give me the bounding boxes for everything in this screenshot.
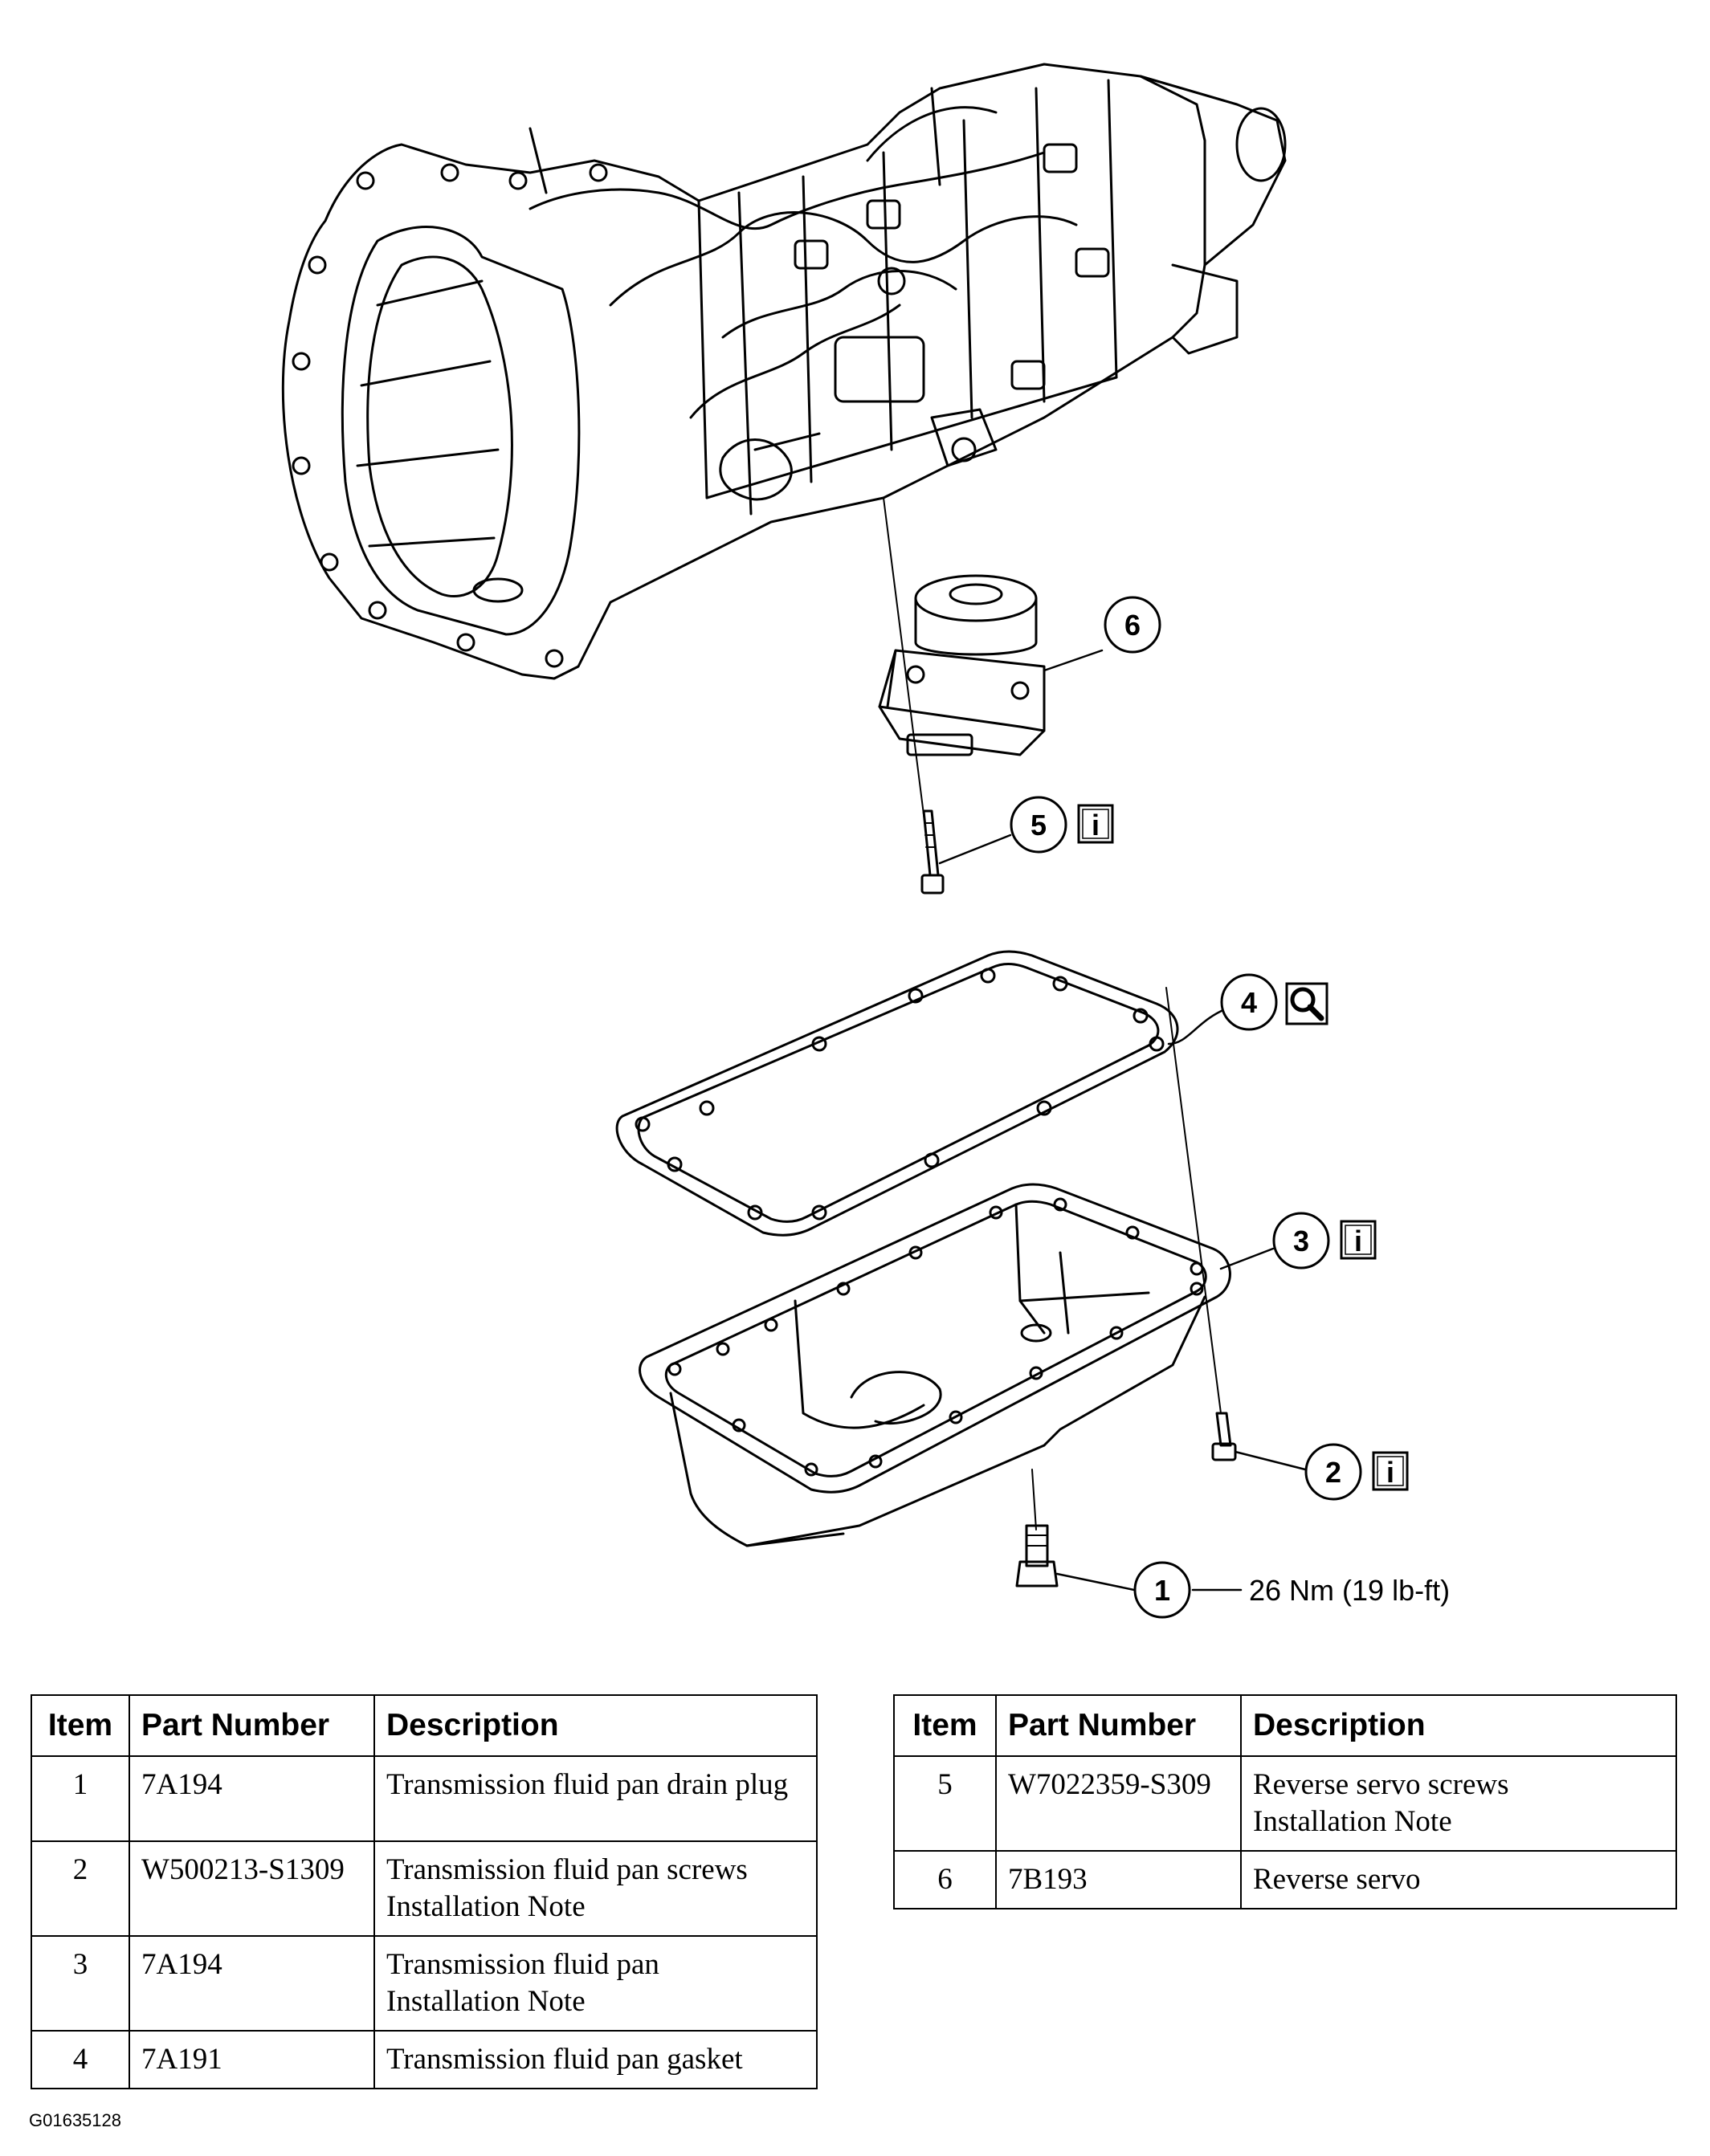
cell-item: 1: [31, 1755, 130, 1842]
header-description: Description: [1240, 1694, 1677, 1757]
callout-3-number: 3: [1293, 1225, 1309, 1257]
installation-note-link[interactable]: Installation Note: [386, 1890, 586, 1923]
description-text: Transmission fluid pan: [386, 1948, 659, 1981]
callout-6-number: 6: [1124, 609, 1141, 642]
table-row: 3 7A194 Transmission fluid pan Installat…: [31, 1935, 818, 2032]
cell-description: Transmission fluid pan Installation Note: [373, 1935, 818, 2032]
description-text: Reverse servo: [1253, 1863, 1421, 1896]
header-item: Item: [31, 1694, 130, 1757]
drain-plug-torque-spec: 26 Nm (19 lb-ft): [1249, 1574, 1450, 1607]
cell-part-number: 7A194: [129, 1755, 375, 1842]
callout-1: 1: [1133, 1561, 1191, 1619]
cell-part-number: 7A191: [129, 2030, 375, 2089]
cell-description: Transmission fluid pan gasket: [373, 2030, 818, 2089]
transmission-assembly: [281, 63, 1287, 680]
callout-5-number: 5: [1030, 809, 1047, 842]
magnifier-icon: [1290, 987, 1324, 1021]
cell-part-number: 7B193: [995, 1850, 1242, 1909]
callout-2-info-badge[interactable]: i: [1372, 1451, 1409, 1491]
cell-description: Reverse servo: [1240, 1850, 1677, 1909]
cell-item: 6: [893, 1850, 997, 1909]
pan-screw-alignment-line: [1165, 987, 1222, 1414]
installation-note-link[interactable]: Installation Note: [1253, 1805, 1452, 1838]
cell-part-number: 7A194: [129, 1935, 375, 2032]
drain-plug-alignment-line: [1031, 1469, 1037, 1530]
cell-part-number: W7022359-S309: [995, 1755, 1242, 1852]
table-header-row: Item Part Number Description: [31, 1694, 818, 1757]
callout-2-number: 2: [1325, 1456, 1341, 1489]
description-text: Reverse servo screws: [1253, 1768, 1509, 1801]
info-icon: i: [1386, 1456, 1394, 1489]
description-text: Transmission fluid pan drain plug: [386, 1768, 789, 1801]
callout-leaders: [938, 649, 1307, 1592]
header-part-number: Part Number: [129, 1694, 375, 1757]
callout-4-magnifier-badge[interactable]: [1285, 982, 1328, 1025]
drain-plug-part: [1015, 1524, 1059, 1587]
reverse-servo-part: [878, 574, 1046, 756]
table-header-row: Item Part Number Description: [893, 1694, 1677, 1757]
callout-3-info-badge[interactable]: i: [1340, 1220, 1377, 1260]
callout-4-number: 4: [1241, 986, 1257, 1019]
cell-description: Reverse servo screws Installation Note: [1240, 1755, 1677, 1852]
reverse-servo-screw-part: [920, 809, 945, 895]
installation-note-link[interactable]: Installation Note: [386, 1985, 586, 2018]
callout-2: 2: [1304, 1443, 1362, 1501]
cell-item: 3: [31, 1935, 130, 2032]
cell-part-number: W500213-S1309: [129, 1840, 375, 1937]
figure-id: G01635128: [29, 2110, 121, 2130]
exploded-view-drawing: 6 5 4 3 2 1 i: [281, 63, 1450, 1619]
callout-3: 3: [1272, 1212, 1330, 1270]
header-part-number: Part Number: [995, 1694, 1242, 1757]
fluid-pan-part: [639, 1183, 1231, 1547]
cell-item: 5: [893, 1755, 997, 1852]
parts-table-left: Item Part Number Description 1 7A194 Tra…: [31, 1694, 818, 2089]
table-row: 5 W7022359-S309 Reverse servo screws Ins…: [893, 1755, 1677, 1852]
cell-item: 4: [31, 2030, 130, 2089]
callout-5: 5: [1010, 796, 1067, 854]
pan-screw-part: [1211, 1412, 1237, 1461]
parts-table-right: Item Part Number Description 5 W7022359-…: [893, 1694, 1677, 1909]
description-text: Transmission fluid pan gasket: [386, 2043, 743, 2076]
info-icon: i: [1092, 809, 1100, 842]
cell-item: 2: [31, 1840, 130, 1937]
table-row: 1 7A194 Transmission fluid pan drain plu…: [31, 1755, 818, 1842]
cell-description: Transmission fluid pan drain plug: [373, 1755, 818, 1842]
header-item: Item: [893, 1694, 997, 1757]
cell-description: Transmission fluid pan screws Installati…: [373, 1840, 818, 1937]
callout-6: 6: [1104, 596, 1161, 654]
callout-4: 4: [1220, 973, 1278, 1031]
pan-gasket-part: [615, 950, 1179, 1237]
header-description: Description: [373, 1694, 818, 1757]
callout-1-number: 1: [1154, 1574, 1170, 1607]
info-icon: i: [1354, 1225, 1362, 1257]
table-row: 6 7B193 Reverse servo: [893, 1850, 1677, 1909]
table-row: 4 7A191 Transmission fluid pan gasket: [31, 2030, 818, 2089]
description-text: Transmission fluid pan screws: [386, 1853, 748, 1886]
table-row: 2 W500213-S1309 Transmission fluid pan s…: [31, 1840, 818, 1937]
servo-alignment-line: [883, 497, 926, 828]
callout-5-info-badge[interactable]: i: [1077, 804, 1114, 844]
